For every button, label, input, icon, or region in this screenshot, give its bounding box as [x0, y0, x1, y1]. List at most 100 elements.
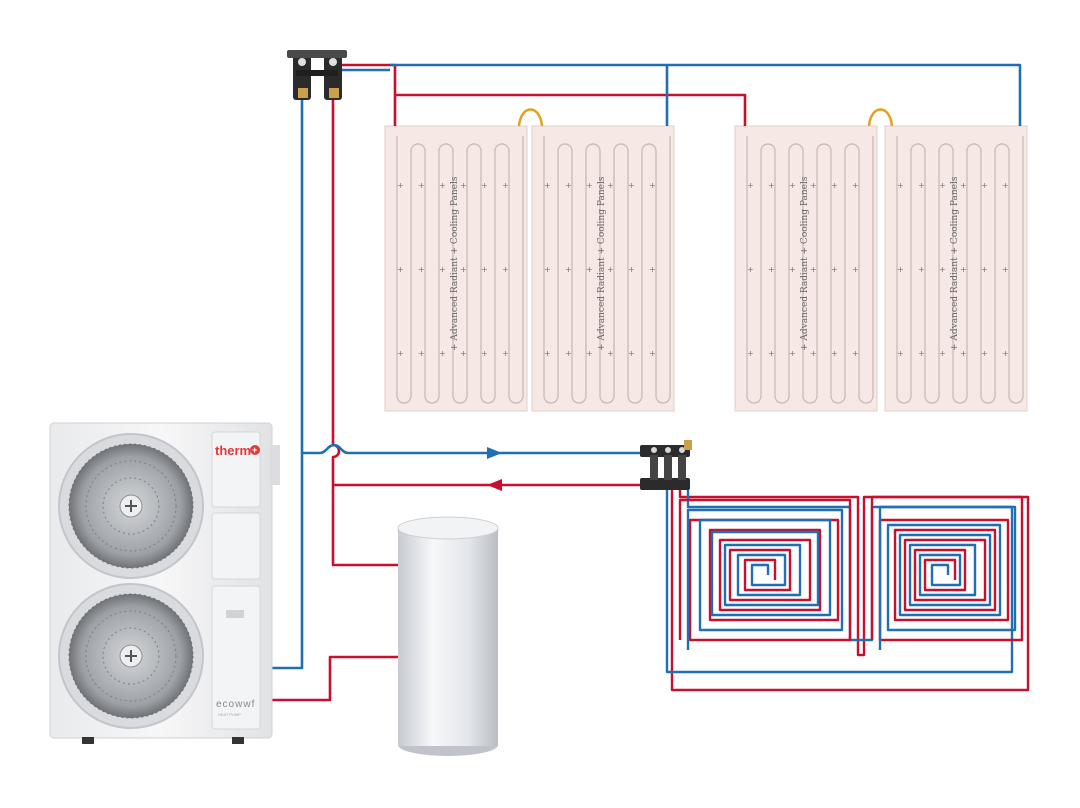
- svg-text:+: +: [852, 181, 859, 190]
- svg-text:+: +: [768, 349, 775, 358]
- svg-text:+: +: [918, 349, 925, 358]
- svg-text:+: +: [1002, 265, 1009, 274]
- radiant-panels: + + + + + + + + + + + + + + + + + + + Advanced Radiant …: [384, 108, 1028, 412]
- svg-text:+: +: [768, 181, 775, 190]
- svg-text:+: +: [897, 349, 904, 358]
- svg-text:+: +: [607, 265, 614, 274]
- svg-text:+: +: [628, 181, 635, 190]
- svg-text:+: +: [649, 265, 656, 274]
- svg-text:+: +: [397, 349, 404, 358]
- svg-text:+: +: [607, 181, 614, 190]
- panel-label: + Advanced Radiant + Cooling Panels: [597, 176, 607, 351]
- svg-text:+: +: [918, 181, 925, 190]
- svg-text:+: +: [789, 265, 796, 274]
- svg-text:+: +: [586, 181, 593, 190]
- svg-text:+: +: [439, 181, 446, 190]
- svg-text:+: +: [418, 181, 425, 190]
- svg-text:+: +: [628, 349, 635, 358]
- svg-text:+: +: [1002, 349, 1009, 358]
- svg-text:+: +: [565, 265, 572, 274]
- svg-text:+: +: [1002, 181, 1009, 190]
- model-name: ecowwf: [216, 699, 255, 710]
- svg-text:+: +: [481, 265, 488, 274]
- panel-jumper-1: [517, 108, 544, 127]
- svg-text:+: +: [939, 181, 946, 190]
- svg-text:+: +: [586, 265, 593, 274]
- return-riser: [272, 90, 304, 670]
- svg-text:+: +: [939, 349, 946, 358]
- svg-text:+: +: [831, 181, 838, 190]
- svg-text:+: +: [397, 265, 404, 274]
- floor-return-pipe: [302, 443, 645, 455]
- svg-text:+: +: [649, 349, 656, 358]
- svg-text:+: +: [418, 265, 425, 274]
- svg-text:+: +: [810, 181, 817, 190]
- svg-text:+: +: [460, 265, 467, 274]
- svg-text:+: +: [460, 349, 467, 358]
- svg-text:+: +: [481, 349, 488, 358]
- top-manifold-icon: [287, 50, 347, 100]
- svg-text:+: +: [831, 349, 838, 358]
- svg-text:+: +: [981, 265, 988, 274]
- panel-label: + Advanced Radiant + Cooling Panels: [800, 176, 810, 351]
- svg-text:+: +: [789, 349, 796, 358]
- brand-logo: therm: [215, 443, 251, 458]
- fan-icon: [58, 583, 204, 729]
- svg-text:+: +: [502, 265, 509, 274]
- svg-text:+: +: [565, 349, 572, 358]
- tank-supply-pipe: [272, 655, 400, 702]
- svg-text:+: +: [939, 265, 946, 274]
- svg-text:+: +: [831, 265, 838, 274]
- svg-text:+: +: [981, 349, 988, 358]
- svg-text:+: +: [747, 265, 754, 274]
- svg-text:+: +: [586, 349, 593, 358]
- brand-mark: +: [252, 445, 257, 455]
- svg-text:+: +: [544, 265, 551, 274]
- svg-text:+: +: [502, 349, 509, 358]
- svg-text:+: +: [747, 181, 754, 190]
- svg-text:+: +: [960, 349, 967, 358]
- svg-text:+: +: [852, 265, 859, 274]
- svg-text:+: +: [852, 349, 859, 358]
- svg-text:+: +: [502, 181, 509, 190]
- panel-3: + + + + + + + + + + + + + + + + + + + Advanced Radiant …: [734, 125, 878, 412]
- svg-text:+: +: [649, 181, 656, 190]
- brand-mark-icon: [250, 445, 260, 455]
- svg-text:+: +: [981, 181, 988, 190]
- svg-text:+: +: [481, 181, 488, 190]
- flow-arrow-icon: [487, 447, 502, 459]
- panel-4: + + + + + + + + + + + + + + + + + + + Advanced Radiant …: [884, 125, 1028, 412]
- svg-text:+: +: [439, 265, 446, 274]
- model-sub: HEAT PUMP: [218, 712, 241, 717]
- svg-text:+: +: [565, 181, 572, 190]
- flow-arrow-icon: [487, 479, 502, 491]
- svg-text:+: +: [544, 349, 551, 358]
- svg-text:+: +: [897, 181, 904, 190]
- panel-label: + Advanced Radiant + Cooling Panels: [450, 176, 460, 351]
- svg-text:+: +: [918, 265, 925, 274]
- svg-text:+: +: [810, 349, 817, 358]
- svg-text:+: +: [747, 349, 754, 358]
- fan-icon: [58, 433, 204, 579]
- svg-text:+: +: [810, 265, 817, 274]
- svg-text:+: +: [768, 265, 775, 274]
- floor-manifold-icon: [640, 440, 692, 490]
- svg-text:+: +: [789, 181, 796, 190]
- svg-text:+: +: [960, 181, 967, 190]
- panel-label: + Advanced Radiant + Cooling Panels: [950, 176, 960, 351]
- heat-pump-unit: therm + ecowwf HEAT PUMP: [49, 422, 280, 744]
- svg-text:+: +: [418, 349, 425, 358]
- svg-text:+: +: [897, 265, 904, 274]
- tank-icon: [397, 516, 499, 756]
- panel-jumper-2: [867, 108, 894, 127]
- pipework: [272, 63, 1022, 702]
- underfloor-heating-loops: [665, 490, 1030, 692]
- svg-text:+: +: [960, 265, 967, 274]
- svg-text:+: +: [439, 349, 446, 358]
- panel-2: ++++++ ++++++ ++++++ + Advanced Radiant …: [531, 125, 675, 412]
- svg-text:+: +: [460, 181, 467, 190]
- panel-supply-pipe: [340, 63, 747, 126]
- panel-1: ++++++ ++++++ ++++++ + Advanced Radiant …: [384, 125, 528, 412]
- svg-text:+: +: [607, 349, 614, 358]
